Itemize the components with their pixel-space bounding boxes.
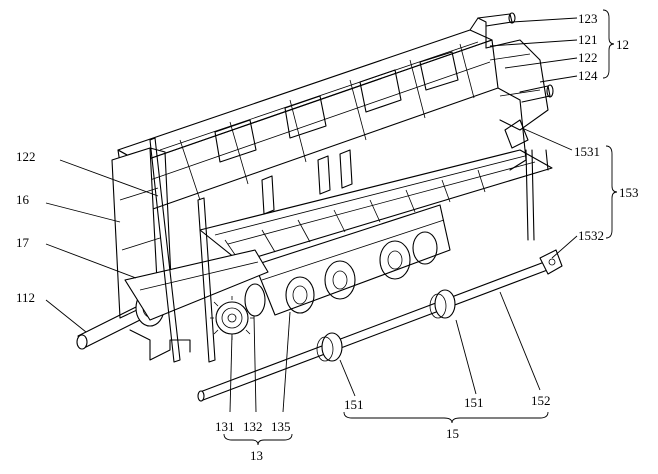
reference-labels: 123 121 122 124 12 1531 153 1532 122 16 … [16,11,639,463]
leader-112 [45,299,87,333]
leader-16 [45,202,121,223]
roller-d [412,231,438,265]
label-135: 135 [271,419,291,434]
leader-135 [282,311,291,413]
leader-121 [489,39,578,47]
label-122-left: 122 [16,149,36,164]
label-16: 16 [16,192,30,207]
leader-132 [253,315,257,413]
brace-153 [605,145,618,239]
left-post-2 [197,197,216,363]
lower-axle [197,249,563,402]
leader-1531 [521,127,573,151]
label-132: 132 [243,419,263,434]
roller-151-right [429,289,456,319]
label-151-left: 151 [344,397,364,412]
leader-151-right [455,319,477,395]
roller-c [379,240,411,280]
label-122-right: 122 [578,50,598,65]
leader-123 [511,17,578,23]
left-post [149,137,181,363]
leader-151-left [339,359,356,397]
leader-131 [229,333,233,413]
leader-124 [539,75,578,83]
drive-arm [124,249,269,321]
label-13: 13 [250,448,263,463]
roller-cage [254,204,451,316]
gear-132 [244,283,266,317]
label-121: 121 [578,32,598,47]
guide-tray [199,119,553,263]
label-15: 15 [446,426,459,441]
roller-a [285,276,315,314]
label-152: 152 [531,393,551,408]
leader-17 [45,243,137,279]
right-end-frame [469,12,554,241]
label-151-right: 151 [464,395,484,410]
end-clip-1532 [539,249,563,275]
brace-12 [602,9,615,79]
label-131: 131 [215,419,235,434]
label-1531: 1531 [574,144,600,159]
label-153: 153 [619,185,639,200]
roller-151-left [316,332,343,362]
roller-b [324,260,356,300]
upper-housing [117,29,499,211]
label-112: 112 [16,290,35,305]
label-124: 124 [578,68,598,83]
leader-lines [45,17,578,413]
brace-13 [223,433,293,446]
label-123: 123 [578,11,598,26]
left-bracket [129,329,191,361]
brace-15 [343,411,549,424]
leader-122-right [504,57,578,69]
label-17: 17 [16,235,30,250]
leader-152 [499,291,541,391]
leader-122-left [59,159,159,197]
label-12: 12 [616,37,629,52]
label-1532: 1532 [578,228,604,243]
leader-1532 [551,235,578,259]
